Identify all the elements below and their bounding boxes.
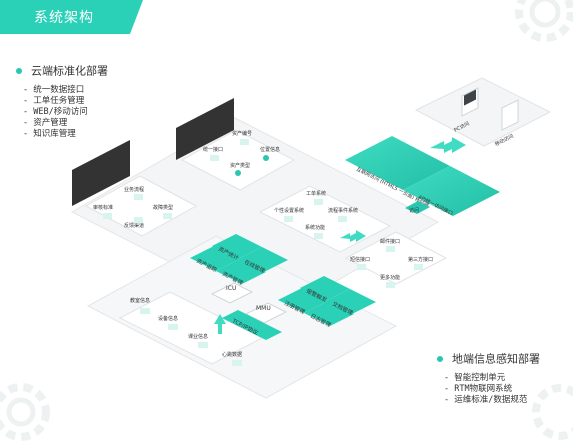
module-label: 更多功能 — [380, 274, 400, 281]
icu-label: ICU — [226, 285, 236, 292]
cloud-heading: 云端标准化部署 — [31, 64, 108, 78]
banner-shape — [0, 0, 143, 34]
bidirectional-arrow-icon — [430, 137, 466, 153]
interface-pad — [344, 231, 448, 285]
module-label: 系统功能 — [305, 224, 325, 231]
function-tiles: 资产统计 在线管理 资产追踪 资产管理 报警触发 文档管理 注册管理 日志管理 — [190, 234, 376, 329]
heartbeat-icon — [232, 360, 242, 366]
device-icon — [168, 324, 178, 330]
device-label: 设备信息 — [158, 315, 178, 322]
field-devices: 教室信息 设备信息 课业信息 心跳数据 — [130, 297, 242, 366]
fault-icon — [163, 213, 172, 219]
module-label: 业务流程 — [124, 186, 144, 193]
list-item: WEB/移动访问 — [23, 107, 108, 118]
module-label: 流程事件系统 — [328, 207, 358, 214]
module-label: 邮件接口 — [380, 238, 400, 245]
list-item: 资产管理 — [23, 118, 108, 129]
interface-modules: 邮件接口 短信接口 第三方接口 更多功能 — [350, 238, 433, 288]
web-access-bar — [345, 136, 450, 190]
access-node-label: 访问 — [409, 207, 419, 214]
module-label: 资产类型 — [230, 162, 250, 169]
center-modules: 工单系统 个性设置系统 流程事件系统 系统功能 — [274, 190, 358, 239]
ops-pad — [84, 175, 198, 237]
module-label: 故障类型 — [153, 204, 173, 211]
list-item: 运维标准/数据规范 — [444, 395, 540, 406]
mmu-label: MMU — [256, 305, 271, 312]
pc-client: PC访问 — [453, 87, 479, 134]
workorder-icon — [314, 199, 323, 205]
bullet-dot — [437, 355, 443, 362]
list-item: 知识库管理 — [23, 129, 108, 140]
asset-type-icon — [235, 170, 241, 176]
mail-icon — [386, 246, 395, 252]
icu-unit: ICU — [210, 282, 254, 304]
module-label: 资产编号 — [232, 130, 252, 137]
sms-icon — [357, 264, 366, 270]
device-label: 心跳数据 — [222, 351, 242, 358]
event-icon — [338, 216, 347, 222]
list-item: 工单任务管理 — [23, 96, 108, 107]
edge-section: 地端信息感知部署 智能控制单元 RTM物联网系统 运维标准/数据规范 — [437, 348, 540, 406]
client-platform — [414, 77, 552, 147]
feedback-icon — [134, 217, 143, 223]
module-label: 个性设置系统 — [274, 207, 304, 214]
ops-modules: 业务流程 审核标准 故障类型 反馈渠道 — [93, 186, 173, 229]
gear-icon — [515, 0, 573, 42]
list-item: 统一数据接口 — [23, 85, 108, 96]
data-pad — [180, 129, 296, 191]
cloud-list: 统一数据接口 工单任务管理 WEB/移动访问 资产管理 知识库管理 — [16, 85, 108, 140]
course-icon — [198, 342, 208, 348]
header-banner: 系统架构 — [0, 0, 143, 34]
workflow-icon — [134, 194, 143, 200]
location-icon — [263, 155, 269, 161]
asset-no-icon — [240, 139, 249, 145]
settings-icon — [284, 216, 293, 222]
module-label: 第三方接口 — [408, 256, 433, 263]
cloud-section: 云端标准化部署 统一数据接口 工单任务管理 WEB/移动访问 资产管理 知识库管… — [16, 60, 108, 140]
interface-icon — [210, 155, 219, 161]
module-label: 工单系统 — [306, 190, 326, 197]
audit-icon — [103, 213, 112, 219]
edge-list: 智能控制单元 RTM物联网系统 运维标准/数据规范 — [437, 373, 540, 406]
more-icon — [386, 282, 395, 288]
module-label: 反馈渠道 — [124, 222, 144, 229]
up-arrow-icon — [214, 314, 226, 334]
list-item: 智能控制单元 — [444, 373, 540, 384]
device-label: 课业信息 — [188, 333, 208, 340]
module-label: 位置信息 — [260, 146, 280, 153]
module-label: 统一接口 — [203, 146, 223, 153]
edge-heading: 地端信息感知部署 — [452, 352, 540, 366]
function-icon — [314, 233, 323, 239]
api-access-bar — [403, 166, 500, 216]
list-item: RTM物联网系统 — [444, 384, 540, 395]
device-label: 教室信息 — [130, 297, 150, 304]
api-icon — [414, 264, 423, 270]
module-label: 短信接口 — [350, 256, 370, 263]
data-modules: 资产编号 统一接口 位置信息 资产类型 — [203, 130, 280, 176]
bidirectional-arrow-icon — [340, 230, 366, 242]
access-node — [405, 201, 430, 214]
module-label: 审核标准 — [93, 204, 113, 211]
page-title: 系统架构 — [34, 10, 94, 26]
bullet-dot — [16, 67, 22, 74]
classroom-icon — [140, 308, 150, 314]
architecture-diagram: 运维标准 业务流程 审核标准 故障类型 反馈渠道 数据规范 资产编号 统一接口 … — [70, 77, 552, 399]
